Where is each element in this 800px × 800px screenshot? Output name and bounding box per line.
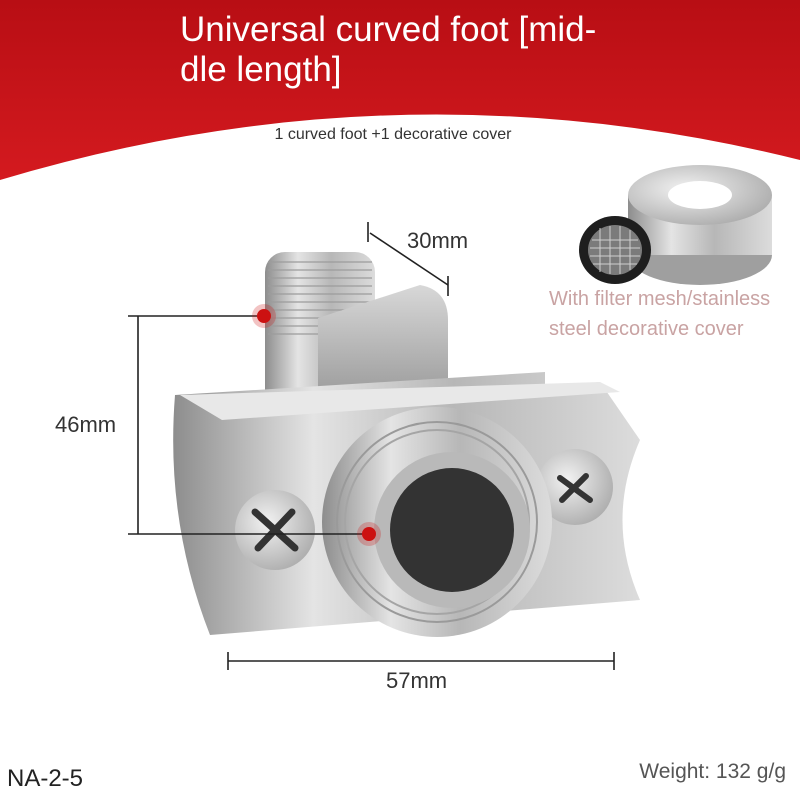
base-width-label: 57mm — [386, 668, 448, 693]
left-screw — [235, 490, 315, 570]
front-threaded-ring — [322, 407, 552, 637]
accessory-note: With filter mesh/stainless steel decorat… — [549, 288, 771, 340]
decorative-cover — [628, 165, 772, 285]
measure-markers — [252, 304, 381, 546]
top-width-label: 30mm — [407, 228, 469, 253]
dimension-lines — [128, 222, 615, 670]
page-title: Universal curved foot [mid-dle length] — [180, 10, 597, 89]
weight-label: Weight: 132 g/g — [639, 760, 786, 783]
right-screw — [537, 449, 613, 525]
filter-mesh — [579, 216, 651, 284]
top-threaded-stub — [265, 252, 448, 412]
header-banner — [0, 0, 800, 180]
page-subtitle: 1 curved foot +1 decorative cover — [274, 126, 512, 143]
model-number: NA-2-5 — [7, 765, 84, 792]
height-label: 46mm — [55, 412, 117, 437]
